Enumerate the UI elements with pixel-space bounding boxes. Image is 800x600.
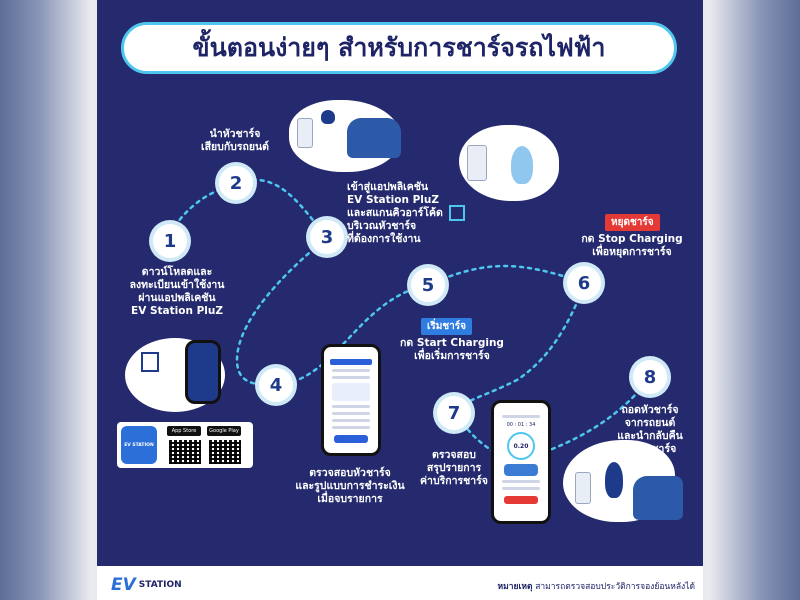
time-readout: 00 : 01 : 34 bbox=[506, 422, 536, 428]
step-3-text: เข้าสู่แอปพลิเคชัน EV Station PluZ และสแ… bbox=[347, 181, 443, 245]
phone-screen-step4 bbox=[321, 344, 381, 456]
person-illustration bbox=[605, 462, 623, 498]
step-2-text: นำหัวชาร์จ เสียบกับรถยนต์ bbox=[201, 128, 269, 153]
step-3-marker: 3 bbox=[310, 220, 344, 254]
step-4-text: ตรวจสอบหัวชาร์จ และรูปแบบการชำระเงิน เมื… bbox=[295, 467, 405, 505]
charger-icon bbox=[297, 118, 313, 148]
car-icon bbox=[504, 464, 538, 476]
footer-note: หมายเหตุ สามารถตรวจสอบประวัติการจองย้อนห… bbox=[498, 579, 695, 593]
person-illustration bbox=[511, 146, 533, 184]
phone-icon bbox=[185, 340, 221, 404]
stop-charging-badge: หยุดชาร์จ bbox=[605, 214, 660, 231]
footer-bar: EV STATION หมายเหตุ สามารถตรวจสอบประวัติ… bbox=[97, 566, 703, 600]
app-badge: EV STATION bbox=[121, 426, 157, 464]
step-6-text: กด Stop Charging เพื่อหยุดการชาร์จ bbox=[581, 233, 683, 258]
qr-code-app-store[interactable] bbox=[167, 438, 203, 466]
google-play-badge[interactable]: Google Play bbox=[207, 426, 241, 436]
qr-code-google-play[interactable] bbox=[207, 438, 243, 466]
qr-code-icon bbox=[141, 352, 159, 372]
step-6-marker: 6 bbox=[567, 266, 601, 300]
qr-code-icon bbox=[449, 205, 465, 221]
step-8-text: ถอดหัวชาร์จ จากรถยนต์ และนำกลับคืน เครื่… bbox=[617, 404, 683, 455]
step-7-marker: 7 bbox=[437, 396, 471, 430]
energy-readout: 0.20 bbox=[513, 442, 529, 450]
app-store-badge[interactable]: App Store bbox=[167, 426, 201, 436]
note-label: หมายเหตุ bbox=[497, 582, 533, 592]
title-banner: ขั้นตอนง่ายๆ สำหรับการชาร์จรถไฟฟ้า bbox=[121, 22, 677, 74]
step-7-text: ตรวจสอบ สรุปรายการ ค่าบริการชาร์จ bbox=[420, 449, 488, 487]
step-4-marker: 4 bbox=[259, 368, 293, 402]
car-icon bbox=[633, 476, 683, 520]
ev-station-logo: EV STATION bbox=[111, 575, 182, 595]
start-charging-badge: เริ่มชาร์จ bbox=[421, 318, 473, 335]
step-1-marker: 1 bbox=[153, 224, 187, 258]
person-illustration bbox=[321, 110, 335, 124]
dotted-path bbox=[165, 178, 652, 462]
step-5-text: กด Start Charging เพื่อเริ่มการชาร์จ bbox=[400, 337, 504, 362]
infographic-poster: ขั้นตอนง่ายๆ สำหรับการชาร์จรถไฟฟ้า EV ST… bbox=[97, 0, 703, 600]
step-1-text: ดาวน์โหลดและ ลงทะเบียนเข้าใช้งาน ผ่านแอป… bbox=[129, 266, 225, 317]
charger-icon bbox=[575, 472, 591, 504]
step-8-marker: 8 bbox=[633, 360, 667, 394]
car-icon bbox=[347, 118, 401, 158]
step-5-marker: 5 bbox=[411, 268, 445, 302]
step-2-marker: 2 bbox=[219, 166, 253, 200]
page-title: ขั้นตอนง่ายๆ สำหรับการชาร์จรถไฟฟ้า bbox=[192, 33, 606, 62]
phone-screen-step7: 00 : 01 : 34 0.20 bbox=[491, 400, 551, 524]
charger-icon bbox=[467, 145, 487, 181]
note-text: สามารถตรวจสอบประวัติการจองย้อนหลังได้ bbox=[535, 582, 695, 592]
